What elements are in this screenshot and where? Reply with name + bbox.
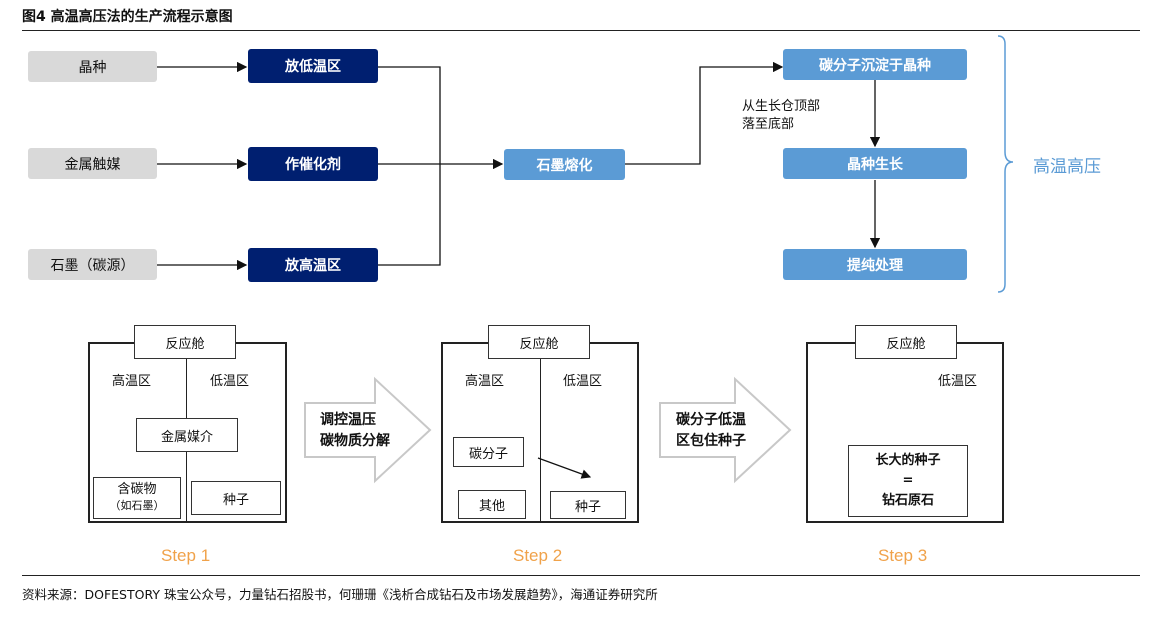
rough-diamond-line3: 钻石原石 [881,493,934,508]
chamber-label-step3: 反应舱 [855,325,957,359]
low-zone-label-step1: 低温区 [210,374,250,389]
source-note: 资料来源：DOFESTORY 珠宝公众号，力量钻石招股书，何珊珊《浅析合成钻石及… [22,587,658,602]
seed-growth: 晶种生长 [783,148,967,179]
rough-diamond-line2: = [902,473,914,488]
carbon-precipitate: 碳分子沉淀于晶种 [783,49,967,80]
carbon-material-line1: 含碳物 [117,482,157,497]
other-material: 其他 [458,490,526,519]
step1-caption: Step 1 [161,546,211,565]
note-line-1: 从生长仓顶部 [742,99,821,114]
seed-step1: 种子 [191,481,281,515]
high-zone-label-step1: 高温区 [112,374,152,389]
process-low-temp-zone: 放低温区 [248,49,378,83]
process-catalyst: 作催化剂 [248,147,378,181]
rough-diamond-line1: 长大的种子 [875,453,941,468]
bottom-rule [22,575,1140,576]
input-graphite: 石墨（碳源） [28,249,157,280]
arrow1-line2: 碳物质分解 [320,433,390,449]
zone-divider-step2 [540,359,541,522]
chamber-label-step1: 反应舱 [134,325,236,359]
step3-caption: Step 3 [878,546,928,565]
rough-diamond: 长大的种子 = 钻石原石 [848,445,968,517]
carbon-material-line2: （如石墨） [109,499,165,512]
low-zone-label-step3: 低温区 [938,374,978,389]
arrow2-line2: 区包住种子 [676,433,746,449]
input-metal-catalyst: 金属触媒 [28,148,157,179]
purification: 提纯处理 [783,249,967,280]
top-rule [22,30,1140,31]
figure-title: 图4 高温高压法的生产流程示意图 [22,9,233,25]
high-zone-label-step2: 高温区 [465,374,505,389]
metal-medium: 金属媒介 [136,418,238,452]
input-seed: 晶种 [28,51,157,82]
low-zone-label-step2: 低温区 [563,374,603,389]
carbon-molecule: 碳分子 [453,437,524,467]
carbon-material: 含碳物 （如石墨） [93,477,181,519]
bracket-label: 高温高压 [1033,157,1101,177]
arrow2-line1: 碳分子低温 [676,412,746,428]
graphite-melt: 石墨熔化 [504,149,625,180]
chamber-label-step2: 反应舱 [488,325,590,359]
arrow1-line1: 调控温压 [320,412,376,428]
process-high-temp-zone: 放高温区 [248,248,378,282]
note-line-2: 落至底部 [742,117,795,132]
seed-step2: 种子 [550,491,626,519]
step2-caption: Step 2 [513,546,563,565]
